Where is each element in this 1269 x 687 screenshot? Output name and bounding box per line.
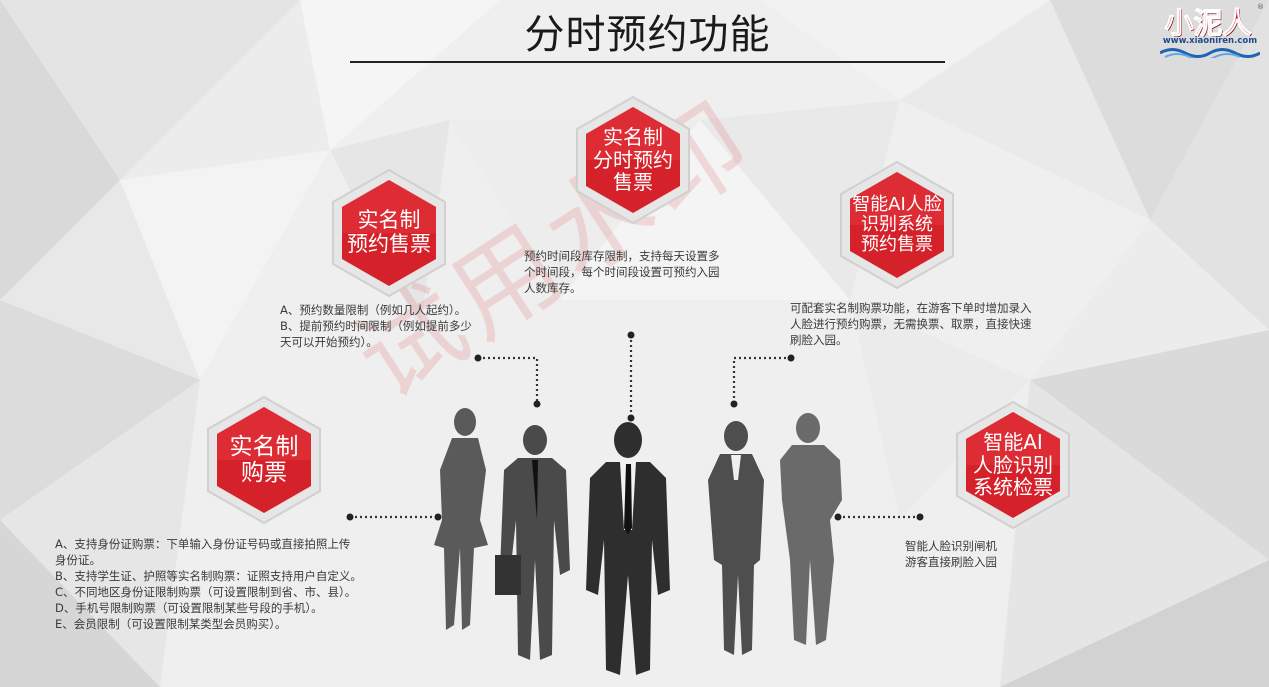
description-ai-face-reserve: 可配套实名制购票功能，在游客下单时增加录入 人脸进行预约购票，无需换票、取票，直… bbox=[790, 301, 1032, 347]
feature-label: 实名制 预约售票 bbox=[347, 208, 431, 256]
feature-hex-realname-reserve[interactable]: 实名制 预约售票 bbox=[324, 168, 454, 298]
brand-logo: 小泥人 ® www.xiaoniren.com bbox=[1158, 2, 1264, 58]
woman-left-silhouette bbox=[434, 408, 488, 630]
man-right-silhouette bbox=[780, 413, 842, 645]
page-title: 分时预约功能 bbox=[524, 12, 771, 58]
description-realname-reserve: A、预约数量限制（例如几人起约）。 B、提前预约时间限制（例如提前多少 天可以开… bbox=[280, 303, 472, 349]
feature-hex-ai-face-check[interactable]: 智能AI 人脸识别 系统检票 bbox=[948, 400, 1078, 530]
description-ai-face-check: 智能人脸识别闸机 游客直接刷脸入园 bbox=[905, 539, 997, 569]
description-realname-timeslot: 预约时间段库存限制，支持每天设置多 个时间段，每个时间段设置可预约入园 人数库存… bbox=[524, 249, 720, 295]
hexagon-icon bbox=[207, 395, 321, 525]
feature-hex-realname-timeslot[interactable]: 实名制 分时预约 售票 bbox=[568, 95, 698, 225]
description-realname-purchase: A、支持身份证购票：下单输入身份证号码或直接拍照上传 身份证。 B、支持学生证、… bbox=[55, 537, 362, 631]
logo-reg-mark: ® bbox=[1257, 3, 1264, 11]
logo-name: 小泥人 bbox=[1164, 6, 1252, 41]
hexagon-icon bbox=[956, 400, 1070, 530]
man-center-silhouette bbox=[586, 422, 670, 675]
feature-label: 智能AI人脸 识别系统 预约售票 bbox=[852, 193, 942, 256]
feature-label: 智能AI 人脸识别 系统检票 bbox=[973, 430, 1053, 500]
logo-wave-icon bbox=[1160, 48, 1260, 58]
man-briefcase-silhouette bbox=[495, 425, 570, 660]
hexagon-icon bbox=[840, 160, 954, 290]
feature-label: 实名制 分时预约 售票 bbox=[593, 125, 673, 195]
feature-hex-realname-purchase[interactable]: 实名制 购票 bbox=[199, 395, 329, 525]
logo-url: www.xiaoniren.com bbox=[1162, 36, 1258, 46]
hexagon-icon bbox=[576, 95, 690, 225]
feature-label: 实名制 购票 bbox=[229, 434, 299, 486]
title-underline bbox=[350, 61, 945, 63]
woman-right-silhouette bbox=[708, 421, 764, 655]
hexagon-icon bbox=[332, 168, 446, 298]
feature-hex-ai-face-reserve[interactable]: 智能AI人脸 识别系统 预约售票 bbox=[832, 160, 962, 290]
